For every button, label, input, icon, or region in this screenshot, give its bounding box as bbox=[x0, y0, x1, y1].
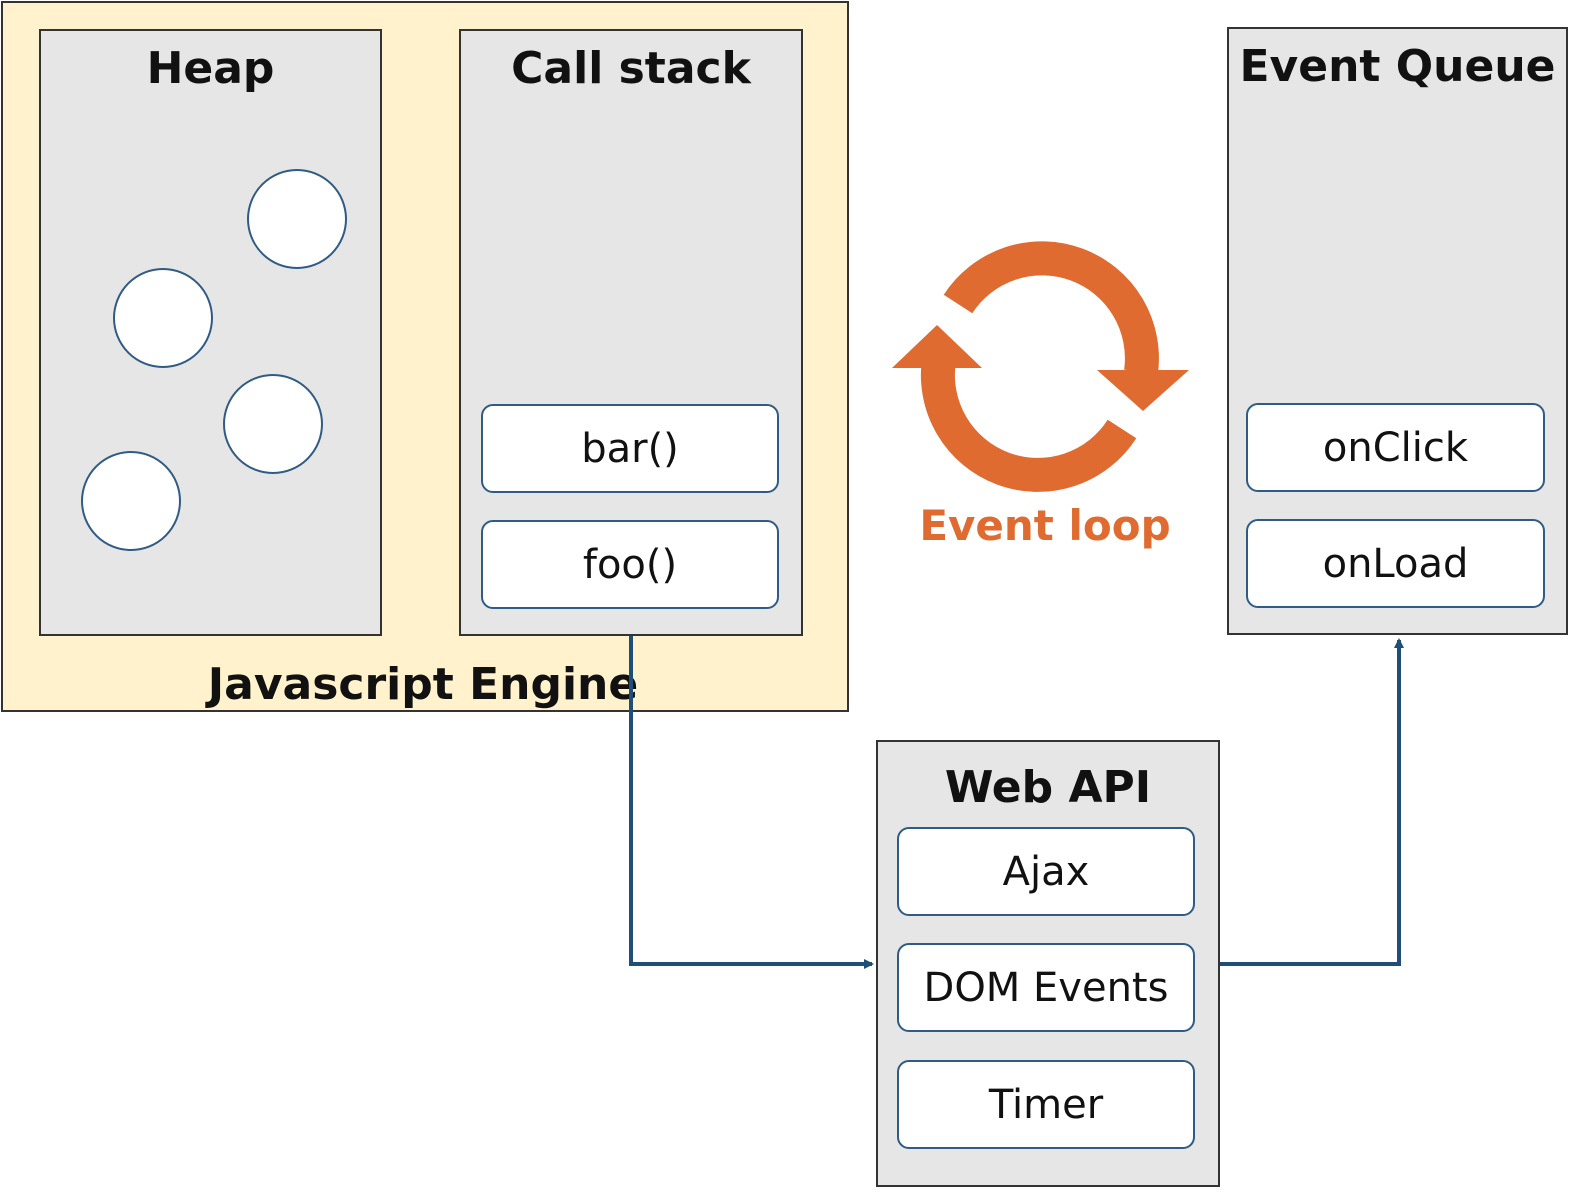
heap-object bbox=[113, 268, 213, 368]
call-stack-panel: Call stack bar() foo() bbox=[459, 29, 803, 636]
web-api-item-dom-events: DOM Events bbox=[897, 943, 1195, 1032]
event-loop-label: Event loop bbox=[919, 501, 1171, 550]
call-stack-frame-bar: bar() bbox=[481, 404, 779, 493]
arrowhead-down-right-icon bbox=[1097, 370, 1189, 411]
heap-panel: Heap bbox=[39, 29, 382, 636]
call-stack-frame-foo: foo() bbox=[481, 520, 779, 609]
call-stack-title: Call stack bbox=[511, 43, 751, 94]
web-api-panel: Web API Ajax DOM Events Timer bbox=[876, 740, 1220, 1187]
heap-object bbox=[247, 169, 347, 269]
javascript-engine-container: Heap Call stack bar() foo() Javascript E… bbox=[1, 1, 849, 712]
arrowhead-up-left-icon bbox=[892, 325, 982, 368]
event-queue-title: Event Queue bbox=[1239, 41, 1556, 92]
heap-object bbox=[81, 451, 181, 551]
refresh-cycle-icon bbox=[920, 241, 1159, 492]
event-queue-panel: Event Queue onClick onLoad bbox=[1227, 27, 1568, 635]
arrow-callstack-to-webapi bbox=[629, 636, 874, 969]
web-api-item-timer: Timer bbox=[897, 1060, 1195, 1149]
event-queue-item-onload: onLoad bbox=[1246, 519, 1545, 608]
heap-object bbox=[223, 374, 323, 474]
heap-title: Heap bbox=[146, 43, 275, 94]
web-api-item-ajax: Ajax bbox=[897, 827, 1195, 916]
arrow-webapi-to-eventqueue bbox=[1220, 638, 1404, 966]
web-api-title: Web API bbox=[944, 762, 1152, 813]
javascript-engine-label: Javascript Engine bbox=[207, 659, 639, 710]
event-queue-item-onclick: onClick bbox=[1246, 403, 1545, 492]
